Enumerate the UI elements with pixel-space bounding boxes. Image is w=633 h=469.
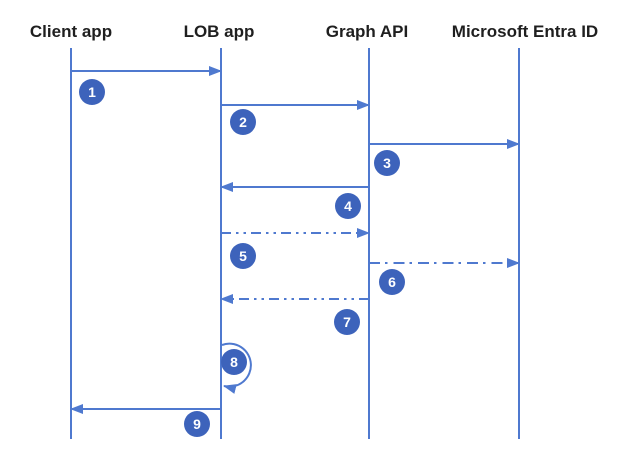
step-badge-7: [334, 309, 360, 335]
step-badge-2: [230, 109, 256, 135]
step-badge-number-1: 1: [88, 84, 96, 100]
actor-label-lob-app: LOB app: [184, 22, 255, 41]
step-badge-number-7: 7: [343, 314, 351, 330]
step-badge-6: [379, 269, 405, 295]
actor-label-client-app: Client app: [30, 22, 112, 41]
step-badge-8: [221, 349, 247, 375]
step-badge-5: [230, 243, 256, 269]
step-badge-number-8: 8: [230, 354, 238, 370]
step-badge-number-5: 5: [239, 248, 247, 264]
step-badge-number-6: 6: [388, 274, 396, 290]
self-loop-arrow-step-8: [221, 342, 252, 394]
step-badge-9: [184, 411, 210, 437]
actor-label-graph-api: Graph API: [326, 22, 409, 41]
step-badge-number-4: 4: [344, 198, 352, 214]
step-badge-4: [335, 193, 361, 219]
step-badge-3: [374, 150, 400, 176]
step-badge-number-3: 3: [383, 155, 391, 171]
step-badge-number-2: 2: [239, 114, 247, 130]
step-badge-1: [79, 79, 105, 105]
actor-label-microsoft-entra-id: Microsoft Entra ID: [452, 22, 598, 41]
step-badge-number-9: 9: [193, 416, 201, 432]
